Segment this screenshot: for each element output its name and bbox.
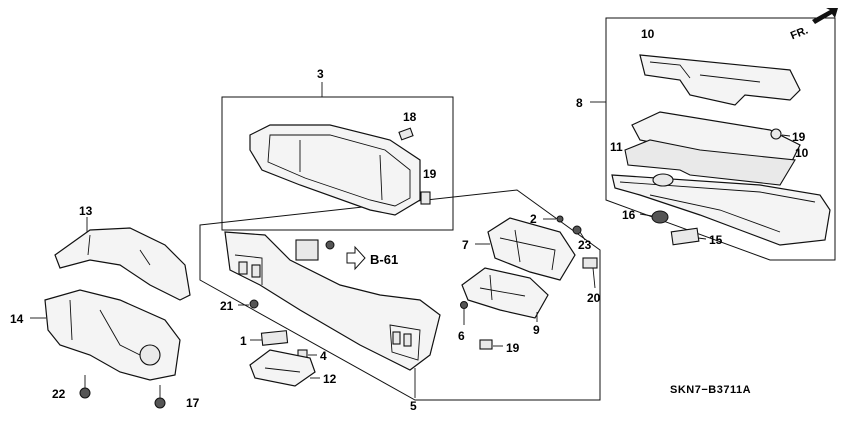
reference-label: B-61: [370, 252, 398, 267]
part-19-clip-upper: [770, 128, 791, 140]
front-direction-label: FR.: [789, 24, 810, 42]
callout-19-upper: 19: [792, 130, 806, 144]
callout-9: 9: [533, 323, 540, 337]
callout-20: 20: [587, 291, 601, 305]
callout-22: 22: [52, 387, 66, 401]
part-15-pad: [670, 227, 700, 246]
callout-4: 4: [320, 349, 327, 363]
part-12-tray: [249, 349, 316, 387]
group-box-lower-panel: [199, 189, 601, 401]
callout-10-lower: 10: [795, 146, 809, 160]
callout-21: 21: [220, 299, 234, 313]
part-2-screw: [543, 215, 564, 223]
callout-7: 7: [462, 238, 469, 252]
callout-18: 18: [403, 110, 417, 124]
callout-15: 15: [709, 233, 723, 247]
part-21-screw: [238, 299, 259, 309]
front-direction-arrow: [812, 8, 838, 24]
callout-3: 3: [317, 67, 324, 81]
callout-8: 8: [576, 96, 583, 110]
callout-5: 5: [410, 399, 417, 413]
group-box-meter-visor: [221, 96, 454, 231]
part-20-clip: [582, 257, 598, 289]
part-22-screw: [79, 375, 91, 399]
part-11-glove-lid: [624, 111, 801, 186]
reference-arrow: [346, 245, 366, 271]
part-1-pad: [260, 330, 289, 346]
part-23-screw: [572, 225, 586, 241]
part-9-pocket: [461, 267, 549, 319]
callout-2: 2: [530, 212, 537, 226]
diagram-code: SKN7−B3711A: [670, 384, 751, 396]
part-13-column-cover-upper: [54, 227, 191, 301]
part-10-upper-lid: [639, 54, 801, 106]
part-17-screw: [154, 385, 166, 409]
part-19-clip-meter: [420, 191, 431, 205]
callout-23: 23: [578, 238, 592, 252]
part-18-clip: [398, 127, 414, 141]
part-16-damper: [639, 210, 669, 224]
callout-10-upper: 10: [641, 27, 655, 41]
callout-14: 14: [10, 312, 24, 326]
callout-16: 16: [622, 208, 636, 222]
part-19-clip-lower: [479, 339, 503, 350]
callout-19-lower: 19: [506, 341, 520, 355]
part-6-screw: [460, 301, 468, 325]
callout-11: 11: [610, 140, 623, 154]
callout-1: 1: [240, 334, 247, 348]
part-5-lower-panel: [224, 231, 441, 371]
part-3-meter-visor: [249, 124, 421, 216]
callout-6: 6: [458, 329, 465, 343]
callout-13: 13: [79, 204, 93, 218]
part-7-box: [487, 217, 576, 281]
connector-part: [295, 239, 335, 261]
part-8-glove-box-frame: [611, 173, 831, 246]
callout-19-meter: 19: [423, 167, 437, 181]
callout-17: 17: [186, 396, 200, 410]
callout-12: 12: [323, 372, 337, 386]
part-14-column-cover-lower: [44, 289, 181, 381]
